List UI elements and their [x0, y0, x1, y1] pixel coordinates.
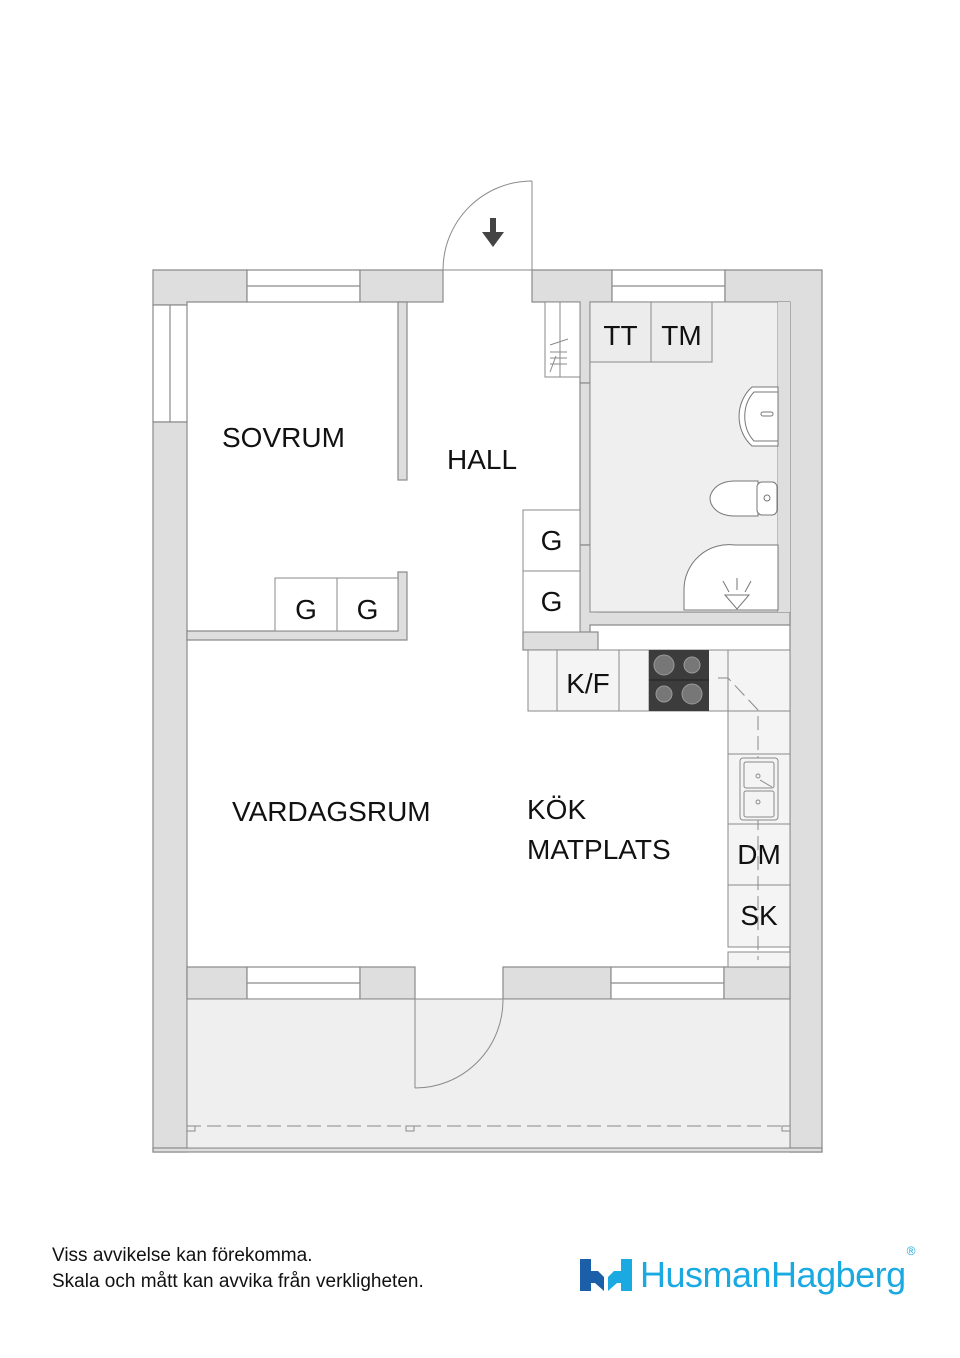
stove-icon: [649, 650, 709, 711]
wall-top-left: [152, 269, 248, 306]
entrance-arrow-icon: [482, 218, 504, 247]
fixture-label-tm: TM: [661, 320, 702, 351]
entrance-door: [442, 180, 533, 271]
washer-unit: [589, 301, 652, 363]
fixture-label-hall-wardrobe-1: G: [540, 525, 563, 556]
brand-logo: HusmanHagberg®: [580, 1245, 916, 1295]
room-label-kok: KÖK: [527, 794, 587, 825]
fixture-label-tt: TT: [603, 320, 638, 351]
brand-name-text: HusmanHagberg: [640, 1254, 906, 1295]
sink-icon: [739, 757, 779, 821]
washbasin-icon: [738, 386, 779, 447]
fixture-label-hall-wardrobe-2: G: [540, 586, 563, 617]
shower-icon: [683, 544, 779, 611]
room-label-sovrum: SOVRUM: [222, 422, 345, 453]
wall-top-mid: [359, 269, 444, 303]
toilet-icon: [709, 480, 778, 517]
balcony-door: [414, 998, 504, 1089]
fixture-label-bedroom-wardrobe-1: G: [295, 594, 317, 625]
room-label-matplats: MATPLATS: [527, 834, 671, 865]
dryer-unit: [650, 301, 713, 363]
brand-name: HusmanHagberg®: [640, 1245, 916, 1295]
fixture-label-bedroom-wardrobe-2: G: [356, 594, 379, 625]
disclaimer-line-2: Skala och mått kan avvika från verklighe…: [52, 1271, 424, 1292]
room-label-hall: HALL: [447, 444, 518, 475]
fixture-label-fridge-freezer: K/F: [566, 668, 610, 699]
wall-hall-bath: [579, 382, 591, 546]
registered-mark: ®: [906, 1244, 916, 1258]
balcony: [186, 998, 791, 1149]
room-label-vardagsrum: VARDAGSRUM: [232, 796, 431, 827]
fixture-label-dishwasher: DM: [737, 839, 781, 870]
fixture-label-cabinet: SK: [740, 900, 778, 931]
brand-mark-icon: [580, 1259, 632, 1291]
disclaimer: Viss avvikelse kan förekomma. Skala och …: [52, 1243, 424, 1295]
disclaimer-line-1: Viss avvikelse kan förekomma.: [52, 1245, 313, 1266]
wall-bedroom-hall: [397, 301, 408, 481]
wall-left: [152, 421, 188, 1153]
